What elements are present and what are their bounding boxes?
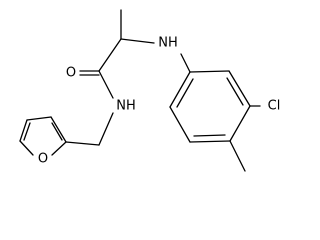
bond-furan-c5-c4 <box>19 119 28 142</box>
label-furan-oxygen: O <box>38 152 48 167</box>
bond-furan-c4-c3 <box>26 116 52 121</box>
bond-ring-c2-c3-inner <box>226 77 244 106</box>
bond-ring-c5-c6 <box>169 106 191 143</box>
bond-ring-c6-c1-inner <box>176 78 194 108</box>
bond-furan-o-c5 <box>19 140 34 156</box>
bond-furan-c3-c2 <box>50 116 67 143</box>
bond-ring-c1-c2 <box>189 70 230 73</box>
structure-diagram: O NH NH Cl O <box>19 9 281 172</box>
bond-alpha-carbonyl <box>98 38 122 72</box>
bond-furan-c3-c2-inner <box>51 122 63 141</box>
bond-ring-c4-c5-inner <box>193 134 226 137</box>
label-amide-nh: NH <box>116 99 136 114</box>
label-amine-nh: NH <box>158 36 178 51</box>
bond-ring-c3-c4 <box>229 105 251 142</box>
bond-ring-methyl <box>229 140 246 172</box>
label-chlorine: Cl <box>268 99 281 114</box>
bond-carbonyl-amide-nh <box>98 70 114 99</box>
bond-ring-c6-c1 <box>169 71 191 108</box>
bond-ring-c4-c5 <box>189 140 231 143</box>
bond-amide-nh-ch2 <box>98 112 114 146</box>
bond-ring-c2-c3 <box>228 70 251 107</box>
bond-furan-c5-c4-inner <box>23 122 31 141</box>
bond-alpha-amine-nh <box>120 38 155 44</box>
bond-furan-c2-o <box>51 141 67 156</box>
bond-ch2-furan <box>65 141 100 146</box>
bond-amine-nh-ring <box>180 53 191 73</box>
label-carbonyl-oxygen: O <box>66 66 76 81</box>
